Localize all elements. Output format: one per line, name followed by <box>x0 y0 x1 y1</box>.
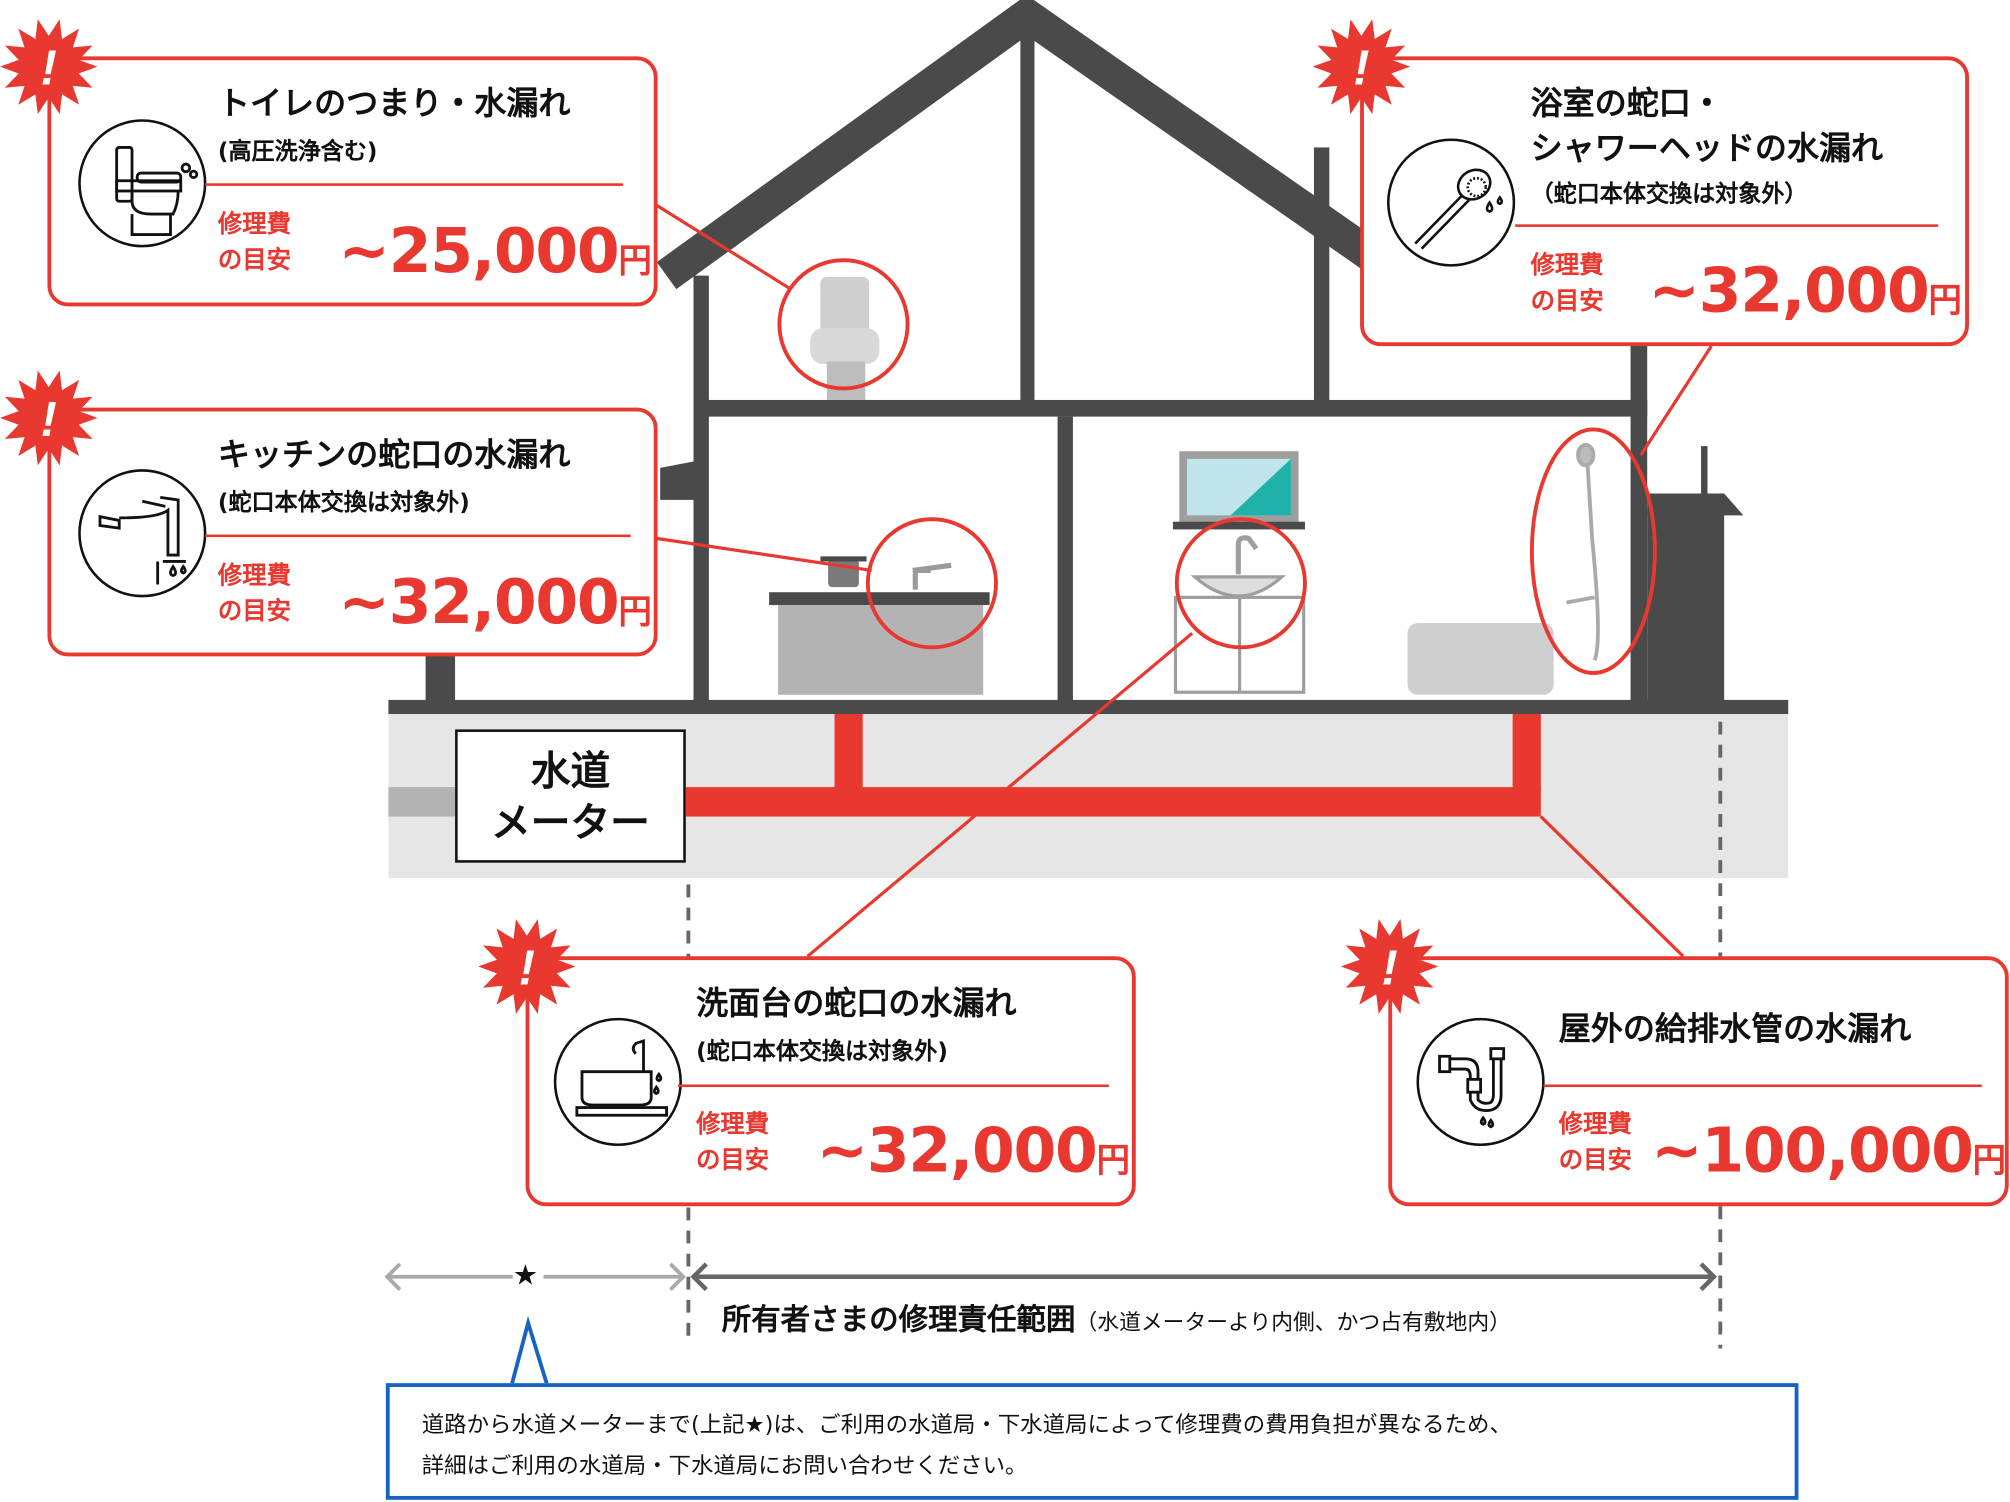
price: ~32,000円 <box>817 1119 1130 1193</box>
public-range-arrow <box>384 1262 686 1291</box>
card-outdoor-pipe: 屋外の給排水管の水漏れ 修理費の目安 ~100,000円 <box>1388 956 2009 1207</box>
mirror-cabinet <box>1172 451 1305 530</box>
price: ~32,000円 <box>1649 259 1962 333</box>
alert-burst-icon: ! <box>0 18 98 115</box>
yen-unit: 円 <box>1096 1142 1130 1181</box>
divider <box>205 534 631 538</box>
alert-burst-icon: ! <box>1312 18 1411 115</box>
cost-label: 修理費の目安 <box>696 1110 770 1175</box>
card-shower: 浴室の蛇口・シャワーヘッドの水漏れ （蛇口本体交換は対象外） 修理費の目安 ~3… <box>1360 56 1969 347</box>
owner-range-arrow <box>690 1262 1718 1292</box>
note-pointer <box>508 1315 550 1388</box>
price-value: ~32,000 <box>816 1115 1098 1188</box>
divider <box>678 1084 1109 1088</box>
card-subtitle: (蛇口本体交換は対象外) <box>217 489 470 517</box>
card-title: 洗面台の蛇口の水漏れ <box>696 984 1017 1022</box>
card-title: 屋外の給排水管の水漏れ <box>1558 1010 1912 1048</box>
yen-unit: 円 <box>1928 282 1962 321</box>
card-subtitle: （蛇口本体交換は対象外） <box>1530 180 1808 208</box>
note-line-2: 詳細はご利用の水道局・下水道局にお問い合わせください。 <box>421 1453 1028 1480</box>
price: ~25,000円 <box>338 219 651 293</box>
callout-circles <box>777 258 1657 675</box>
card-kitchen: キッチンの蛇口の水漏れ (蛇口本体交換は対象外) 修理費の目安 ~32,000円 <box>47 407 658 657</box>
card-title: 浴室の蛇口・シャワーヘッドの水漏れ <box>1530 84 1884 167</box>
water-pipe <box>685 714 1541 817</box>
toilet <box>810 276 880 400</box>
note-line-1: 道路から水道メーターまで(上記★)は、ご利用の水道局・下水道局によって修理費の費… <box>421 1412 1512 1439</box>
card-subtitle: (高圧洗浄含む) <box>217 138 378 166</box>
divider <box>205 183 623 186</box>
price: ~100,000円 <box>1651 1119 2006 1193</box>
callout-washbasin <box>1174 517 1307 650</box>
callout-toilet <box>777 258 910 391</box>
alert-burst-icon: ! <box>478 918 576 1015</box>
owner-responsibility-label: 所有者さまの修理責任範囲（水道メーターより内側、かつ占有敷地内） <box>721 1303 1511 1338</box>
cost-label: 修理費の目安 <box>217 561 292 626</box>
callout-shower <box>1529 427 1657 675</box>
note-box: 道路から水道メーターまで(上記★)は、ご利用の水道局・下水道局によって修理費の費… <box>385 1383 1799 1500</box>
roof <box>656 0 1401 290</box>
house-frame <box>388 32 1789 715</box>
card-title: トイレのつまり・水漏れ <box>217 84 571 122</box>
leader-lines <box>655 203 1713 958</box>
price-value: ~32,000 <box>1648 255 1930 327</box>
card-washbasin: 洗面台の蛇口の水漏れ (蛇口本体交換は対象外) 修理費の目安 ~32,000円 <box>525 956 1136 1207</box>
svg-text:!: ! <box>1381 941 1397 995</box>
price: ~32,000円 <box>338 566 651 644</box>
price-value: ~32,000 <box>338 566 619 639</box>
card-title: キッチンの蛇口の水漏れ <box>217 435 571 474</box>
bathtub <box>1407 622 1554 695</box>
svg-text:!: ! <box>1353 42 1369 96</box>
street-pipe <box>388 787 456 817</box>
divider <box>1515 224 1939 227</box>
alert-burst-icon: ! <box>1340 918 1439 1015</box>
cost-label: 修理費の目安 <box>1558 1110 1632 1175</box>
card-toilet: トイレのつまり・水漏れ (高圧洗浄含む) 修理費の目安 ~25,000円 <box>47 56 658 307</box>
divider <box>1543 1084 1982 1088</box>
svg-text:!: ! <box>519 941 535 995</box>
kitchen-faucet-icon <box>78 469 207 598</box>
washbasin-icon <box>553 1017 682 1147</box>
yen-unit: 円 <box>618 593 651 632</box>
toilet-icon <box>78 119 207 248</box>
star-marker: ★ <box>512 1260 539 1293</box>
yen-unit: 円 <box>1972 1142 2006 1181</box>
alert-burst-icon: ! <box>0 369 98 466</box>
cost-label: 修理費の目安 <box>1530 251 1604 316</box>
price-value: ~100,000 <box>1651 1115 1974 1188</box>
water-meter-label: 水道メーター <box>455 729 686 863</box>
kitchen-counter <box>769 556 990 695</box>
shower <box>1566 442 1600 661</box>
shower-head-icon <box>1387 138 1516 267</box>
card-subtitle: (蛇口本体交換は対象外) <box>696 1038 948 1066</box>
yen-unit: 円 <box>618 242 651 281</box>
svg-text:!: ! <box>41 393 57 447</box>
callout-kitchen <box>865 517 998 650</box>
drain-pipe-icon <box>1416 1017 1545 1147</box>
price-value: ~25,000 <box>338 215 619 288</box>
vanity <box>1173 535 1306 694</box>
cost-label: 修理費の目安 <box>217 210 292 275</box>
svg-text:!: ! <box>41 42 57 96</box>
